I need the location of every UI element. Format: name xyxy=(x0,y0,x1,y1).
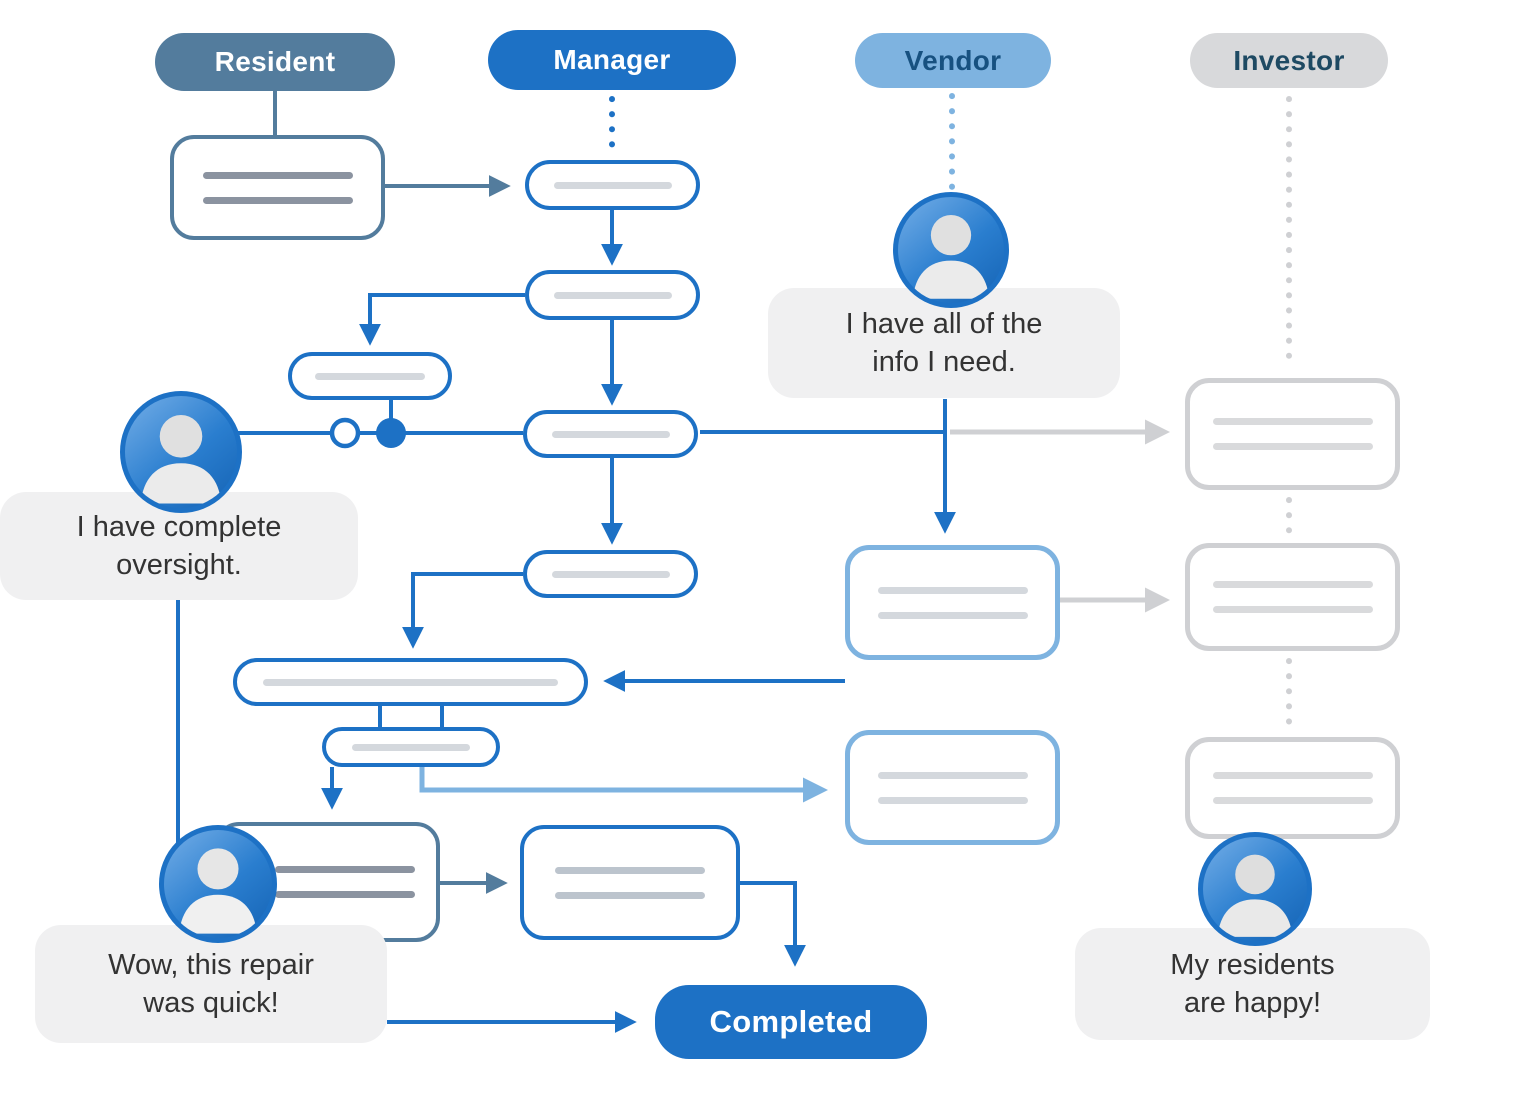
vendor-avatar xyxy=(893,192,1009,308)
placeholder-line xyxy=(1212,797,1373,804)
placeholder-line xyxy=(877,771,1028,779)
person-icon xyxy=(140,415,222,504)
placeholder-line xyxy=(553,291,672,299)
investor-update-1 xyxy=(1185,378,1400,490)
placeholder-line xyxy=(352,743,470,751)
manager-step-5 xyxy=(233,658,588,706)
person-icon xyxy=(912,215,990,299)
investor-update-3 xyxy=(1185,737,1400,839)
investor-speech-bubble: My residents are happy! xyxy=(1075,928,1430,1040)
completed-label: Completed xyxy=(709,1004,873,1039)
placeholder-line xyxy=(275,891,415,898)
person-icon xyxy=(179,848,257,934)
lane-resident-label: Resident xyxy=(214,46,336,77)
placeholder-line xyxy=(275,866,415,873)
manager-step-1 xyxy=(525,160,700,210)
oversight-speech-text: I have complete oversight. xyxy=(76,510,282,581)
vendor-speech-text: I have all of the info I need. xyxy=(845,307,1043,378)
placeholder-line xyxy=(877,611,1028,619)
placeholder-line xyxy=(551,570,670,578)
lane-manager-label: Manager xyxy=(553,44,671,75)
lane-vendor-label: Vendor xyxy=(904,44,1002,76)
filled-connector-dot xyxy=(376,418,406,448)
placeholder-line xyxy=(263,678,558,686)
placeholder-line xyxy=(553,181,672,189)
placeholder-line xyxy=(1212,418,1373,425)
vendor-step-2 xyxy=(845,730,1060,845)
placeholder-line xyxy=(202,196,353,204)
open-connector-dot xyxy=(329,417,361,449)
completed-node: Completed xyxy=(655,985,927,1059)
m7-to-completed-arrow xyxy=(740,881,806,967)
investor-speech-text: My residents are happy! xyxy=(1170,948,1335,1019)
placeholder-line xyxy=(1212,581,1373,588)
lane-vendor: Vendor xyxy=(855,33,1051,88)
lane-manager: Manager xyxy=(488,30,736,90)
lane-investor-label: Investor xyxy=(1233,44,1345,76)
placeholder-line xyxy=(1212,772,1373,779)
manager-step-4 xyxy=(523,550,698,598)
resident-avatar xyxy=(159,825,277,943)
vendor-speech-bubble: I have all of the info I need. xyxy=(768,288,1120,398)
resident-step-1 xyxy=(170,135,385,240)
m3-to-vendor-arrow xyxy=(700,430,956,534)
placeholder-line xyxy=(315,372,425,380)
manager-step-3 xyxy=(523,410,698,458)
manager-step-7 xyxy=(520,825,740,940)
person-icon xyxy=(1217,854,1293,937)
lane-investor: Investor xyxy=(1190,33,1388,88)
placeholder-line xyxy=(877,586,1028,594)
manager-step-6 xyxy=(322,727,500,767)
investor-avatar xyxy=(1198,832,1312,946)
placeholder-line xyxy=(1212,443,1373,450)
m2-to-side-arrow xyxy=(359,293,525,346)
m4-to-m5-arrow xyxy=(402,572,523,649)
manager-side-step xyxy=(288,352,452,400)
lane-resident: Resident xyxy=(155,33,395,91)
placeholder-line xyxy=(877,796,1028,804)
placeholder-line xyxy=(1212,606,1373,613)
placeholder-line xyxy=(202,171,353,179)
manager-step-2 xyxy=(525,270,700,320)
investor-update-2 xyxy=(1185,543,1400,651)
repair-speech-bubble: Wow, this repair was quick! xyxy=(35,925,387,1043)
placeholder-line xyxy=(555,866,705,874)
placeholder-line xyxy=(551,430,670,438)
m6-to-v2-arrow xyxy=(419,767,828,803)
vendor-step-1 xyxy=(845,545,1060,660)
placeholder-line xyxy=(555,891,705,899)
repair-speech-text: Wow, this repair was quick! xyxy=(108,948,314,1019)
manager-avatar xyxy=(120,391,242,513)
